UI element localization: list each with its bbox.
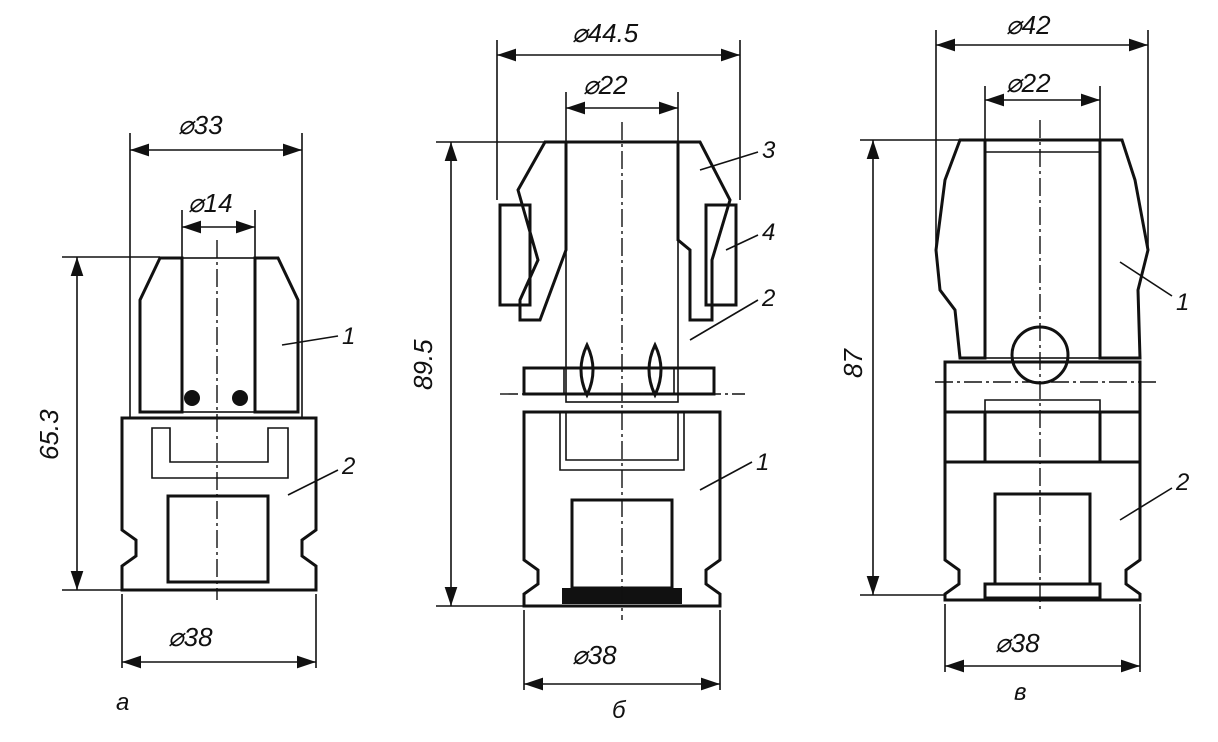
view-b-body-cavity <box>559 411 685 471</box>
view-b-part-4-right <box>704 203 738 307</box>
view-c-callout-2: 2 <box>1175 469 1189 496</box>
view-a-dim-top-inner: ⌀14 <box>188 188 233 218</box>
view-c-part-2 <box>943 460 1142 602</box>
view-a-socket-cavity <box>151 427 289 479</box>
view-b-dim-height: 89.5 <box>408 339 438 390</box>
view-b-dim-top-inner: ⌀22 <box>583 70 628 100</box>
view-b: ⌀44.5 ⌀22 89.5 ⌀38 3 4 2 1 б <box>408 18 776 724</box>
view-c-band <box>943 360 1142 414</box>
view-b-dim-top-outer: ⌀44.5 <box>572 18 639 48</box>
view-b-part-2-band <box>522 366 716 396</box>
view-c-dim-height: 87 <box>838 348 868 378</box>
view-b-callout-2: 2 <box>761 285 775 312</box>
view-c-hex-recess <box>993 492 1092 586</box>
view-c: ⌀42 ⌀22 87 ⌀38 1 2 в <box>838 10 1189 706</box>
view-c-part-1-left <box>934 138 987 360</box>
view-a-dim-base: ⌀38 <box>168 622 213 652</box>
view-a-dim-top-outer: ⌀33 <box>178 110 223 140</box>
view-a-dim-height: 65.3 <box>34 409 64 460</box>
view-c-bore <box>984 139 1101 359</box>
view-c-dim-base: ⌀38 <box>995 628 1040 658</box>
view-b-part-4-left <box>498 203 532 307</box>
view-b-slot-right <box>647 341 663 399</box>
view-a-pin-right <box>232 390 248 406</box>
view-c-base-thread <box>983 582 1102 600</box>
view-a-caption: а <box>116 689 129 716</box>
view-a-bore <box>181 257 256 413</box>
view-b-callout-1: 1 <box>756 449 769 476</box>
view-a-hex-recess <box>166 494 270 584</box>
view-c-part-1-right <box>1098 138 1150 360</box>
view-b-dim-base: ⌀38 <box>572 640 617 670</box>
view-a-part-2 <box>120 416 318 592</box>
view-c-dim-top-outer: ⌀42 <box>1006 10 1051 40</box>
view-b-part-3-right <box>676 140 732 322</box>
view-a-part-1-right <box>253 256 300 414</box>
view-a: ⌀33 ⌀14 65.3 ⌀38 1 2 а <box>34 110 355 716</box>
view-c-callout-1: 1 <box>1176 289 1189 316</box>
view-b-caption: б <box>612 697 627 724</box>
view-b-callout-3: 3 <box>762 137 776 164</box>
view-a-callout-1: 1 <box>342 323 355 350</box>
view-c-upper-body <box>984 399 1101 463</box>
view-a-part-1-left <box>138 256 184 414</box>
view-b-slot-left <box>579 341 595 399</box>
view-a-callout-2: 2 <box>341 453 355 480</box>
view-b-part-1 <box>522 410 722 608</box>
view-b-callout-4: 4 <box>762 219 775 246</box>
view-c-caption: в <box>1014 679 1027 706</box>
view-a-pin-left <box>184 390 200 406</box>
view-b-part-3-left <box>516 140 568 322</box>
view-c-dim-top-inner: ⌀22 <box>1006 68 1051 98</box>
